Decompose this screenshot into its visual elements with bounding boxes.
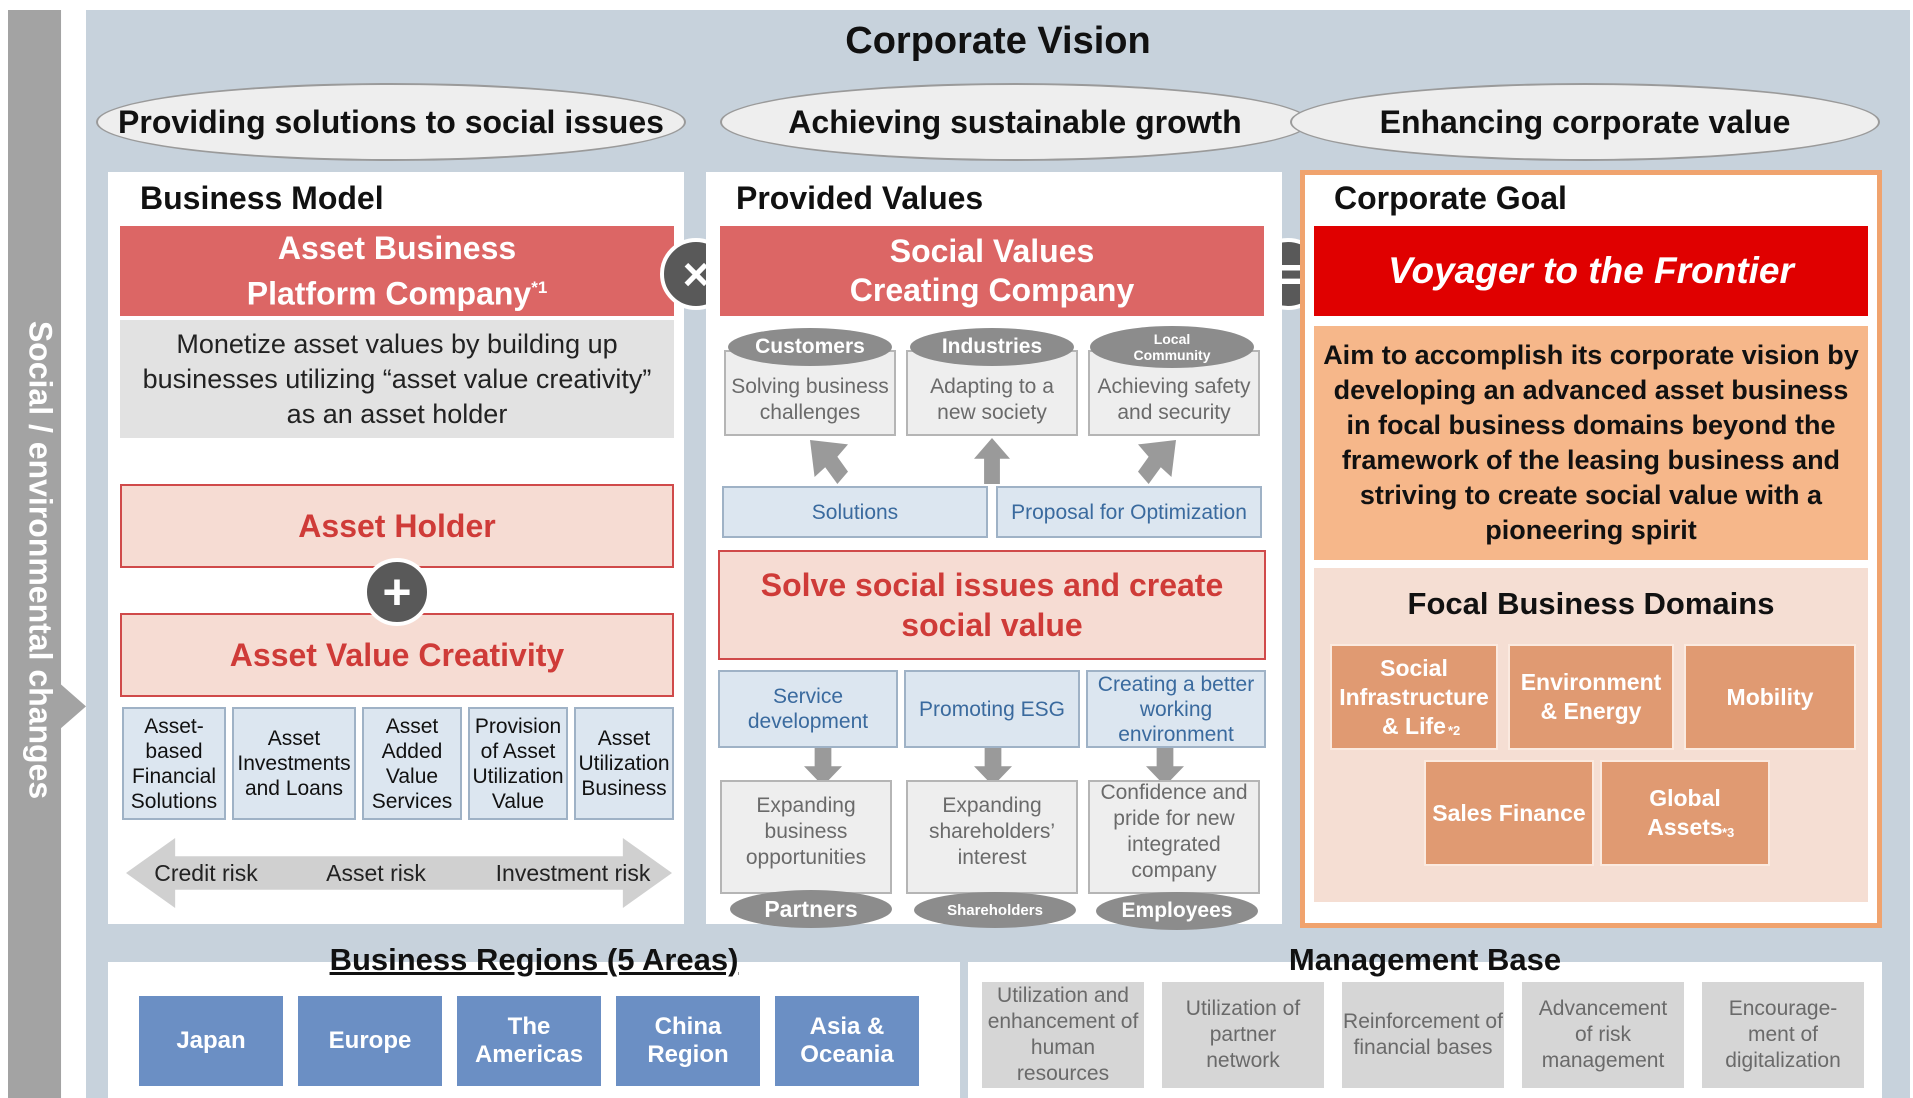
- plus-icon: +: [363, 558, 431, 626]
- footnote-1: *1: [531, 277, 548, 297]
- asset-value-creativity-box: Asset Value Creativity: [120, 613, 674, 697]
- stakeholder-local-community: Local Community: [1090, 326, 1254, 368]
- regions-title: Business Regions (5 Areas): [329, 942, 739, 977]
- solutions-box: Solutions: [722, 486, 988, 538]
- region-americas: The Americas: [457, 996, 601, 1086]
- action-working-environment: Creating a better working environment: [1086, 670, 1266, 748]
- service-utilization-business: Asset Utilization Business: [574, 707, 674, 820]
- mgmt-partner-network: Utilization of partner network: [1162, 982, 1324, 1088]
- action-service-development: Service development: [718, 670, 898, 748]
- central-message-box: Solve social issues and create social va…: [718, 550, 1266, 660]
- vision-oval-growth: Achieving sustainable growth: [720, 83, 1310, 161]
- business-model-headline-line1: Asset Business: [277, 229, 517, 266]
- domain-social-infrastructure-label: Social Infrastructure & Life: [1339, 654, 1489, 739]
- business-model-title: Business Model: [140, 180, 384, 216]
- management-base-title: Management Base: [1288, 942, 1562, 977]
- vision-title: Corporate Vision: [845, 20, 1151, 62]
- corporate-goal-statement: Aim to accomplish its corporate vision b…: [1314, 326, 1868, 560]
- provided-values-headline-line2: Creating Company: [849, 272, 1135, 308]
- value-employees: Confidence and pride for new integrated …: [1088, 780, 1260, 894]
- footnote-3: *3: [1722, 825, 1735, 840]
- action-promoting-esg: Promoting ESG: [904, 670, 1080, 748]
- value-partners: Expanding business opportunities: [720, 780, 892, 894]
- provided-values-headline: Social Values Creating Company: [720, 226, 1264, 316]
- risk-credit: Credit risk: [154, 859, 258, 886]
- service-asset-based-financial: Asset-based Financial Solutions: [122, 707, 226, 820]
- domain-mobility: Mobility: [1684, 644, 1856, 750]
- domain-global-assets-label: Global Assets: [1647, 785, 1723, 840]
- risk-asset: Asset risk: [326, 859, 426, 886]
- asset-holder-box: Asset Holder: [120, 484, 674, 568]
- domain-social-infrastructure: Social Infrastructure & Life*2: [1330, 644, 1498, 750]
- business-model-headline-line2: Platform Company: [246, 275, 532, 312]
- stakeholder-customers: Customers: [728, 328, 892, 366]
- region-japan: Japan: [139, 996, 283, 1086]
- provided-values-title: Provided Values: [736, 180, 984, 216]
- mgmt-digitalization: Encourage-ment of digitalization: [1702, 982, 1864, 1088]
- region-china: China Region: [616, 996, 760, 1086]
- stakeholder-partners: Partners: [730, 890, 892, 928]
- vision-oval-solutions: Providing solutions to social issues: [96, 83, 686, 161]
- service-asset-investments: Asset Investments and Loans: [232, 707, 356, 820]
- mgmt-risk-management: Advancement of risk management: [1522, 982, 1684, 1088]
- domain-global-assets: Global Assets*3: [1600, 760, 1770, 866]
- region-europe: Europe: [298, 996, 442, 1086]
- proposal-box: Proposal for Optimization: [996, 486, 1262, 538]
- mgmt-human-resources: Utilization and enhancement of human res…: [982, 982, 1144, 1088]
- corporate-goal-banner: Voyager to the Frontier: [1314, 226, 1868, 316]
- business-model-description: Monetize asset values by building up bus…: [120, 320, 674, 438]
- stakeholder-industries: Industries: [910, 328, 1074, 366]
- domain-environment-energy: Environment & Energy: [1508, 644, 1674, 750]
- region-asia-oceania: Asia & Oceania: [775, 996, 919, 1086]
- stakeholder-employees: Employees: [1096, 892, 1258, 930]
- business-model-headline: Asset Business Platform Company*1: [120, 226, 674, 316]
- service-added-value: Asset Added Value Services: [362, 707, 462, 820]
- domain-sales-finance: Sales Finance: [1424, 760, 1594, 866]
- footnote-2: *2: [1448, 723, 1461, 738]
- service-utilization-value: Provision of Asset Utilization Value: [468, 707, 568, 820]
- focal-domains-title: Focal Business Domains: [1407, 586, 1775, 621]
- vision-oval-value: Enhancing corporate value: [1290, 83, 1880, 161]
- mgmt-financial-bases: Reinforcement of financial bases: [1342, 982, 1504, 1088]
- business-model-headline-line2-wrap: Platform Company*1: [247, 268, 548, 314]
- stakeholder-shareholders: Shareholders: [914, 892, 1076, 928]
- risk-investment: Investment risk: [495, 859, 651, 886]
- corporate-goal-title: Corporate Goal: [1334, 180, 1567, 216]
- provided-values-headline-line1: Social Values: [889, 233, 1095, 269]
- value-shareholders: Expanding shareholders’ interest: [906, 780, 1078, 894]
- side-label: Social / environmental changes: [22, 320, 59, 800]
